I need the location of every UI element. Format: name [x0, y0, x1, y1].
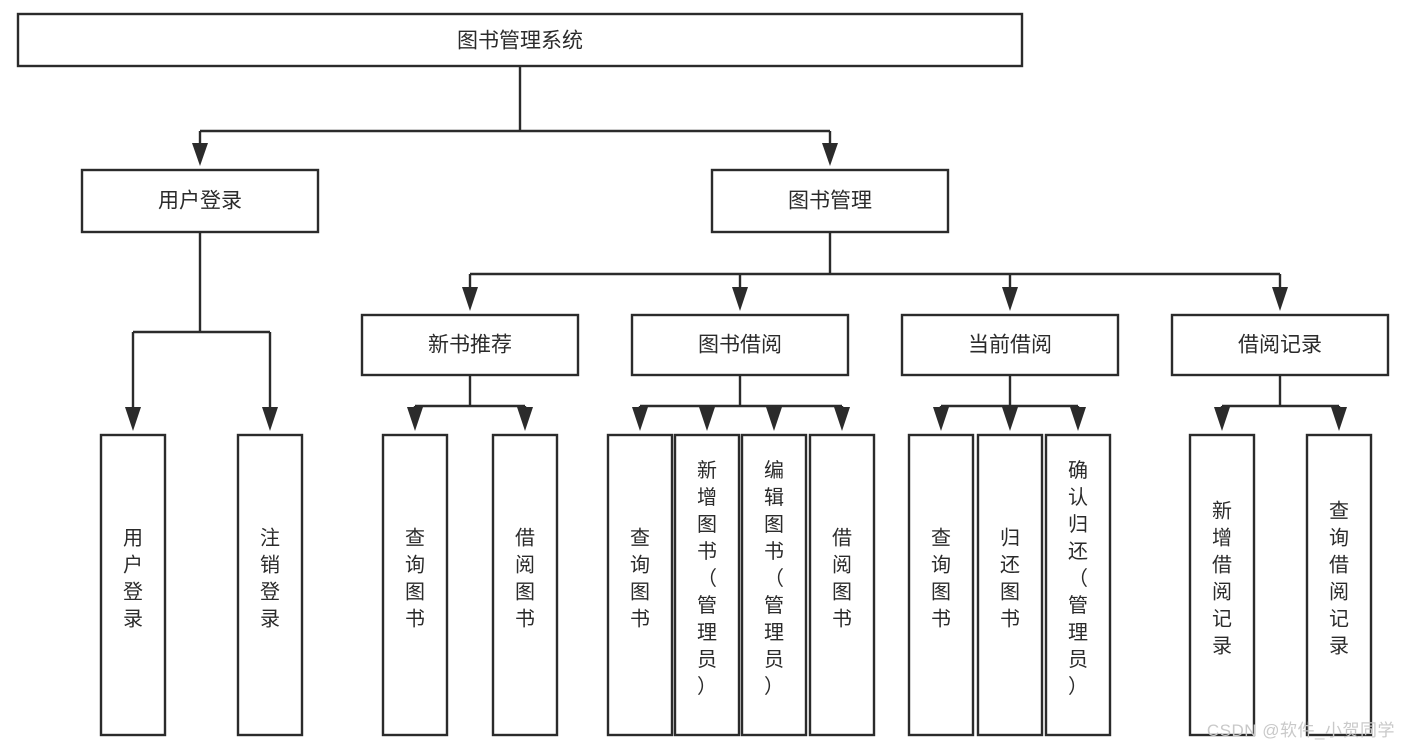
node-user-login-box[interactable]	[80, 168, 320, 234]
node-current-borrow-box[interactable]	[900, 313, 1120, 377]
arrow-head-l3-1	[462, 287, 478, 311]
leaf-current-3-box[interactable]	[1044, 433, 1112, 737]
node-new-book-recommend-label: 新书推荐	[428, 334, 512, 357]
leaf-current-1-box[interactable]	[907, 433, 975, 737]
leaf-record-2-label: 查询借阅记录	[1329, 500, 1349, 658]
leaf-current-2[interactable]: 归还图书	[976, 433, 1044, 737]
node-root[interactable]: 图书管理系统	[16, 12, 1024, 68]
arrow-head-current-leaf-3	[1070, 407, 1086, 431]
arrow-head-user-login	[192, 143, 208, 166]
leaf-current-2-label: 归还图书	[1000, 527, 1020, 631]
node-new-book-recommend-box[interactable]	[360, 313, 580, 377]
leaf-record-1-label: 新增借阅记录	[1212, 500, 1232, 658]
arrow-head-record-leaf-2	[1331, 407, 1347, 431]
leaf-recommend-1-box[interactable]	[381, 433, 449, 737]
node-user-login-label: 用户登录	[158, 190, 242, 213]
node-root-label: 图书管理系统	[457, 30, 583, 53]
leaf-current-3-label: 确认归还（管理员）	[1068, 459, 1088, 698]
arrow-head-current-leaf-2	[1002, 407, 1018, 431]
node-user-login[interactable]: 用户登录	[80, 168, 320, 234]
edge-layer	[125, 66, 1347, 431]
node-book-borrow-label: 图书借阅	[698, 334, 782, 357]
leaf-user-login-2[interactable]: 注销登录	[236, 433, 304, 737]
arrow-head-l3-4	[1272, 287, 1288, 311]
leaf-user-login-1-label: 用户登录	[123, 528, 143, 631]
leaf-record-2-box[interactable]	[1305, 433, 1373, 737]
arrow-head-borrow-leaf-4	[834, 407, 850, 431]
leaf-borrow-2-label: 新增图书（管理员）	[697, 459, 717, 698]
node-book-manage-box[interactable]	[710, 168, 950, 234]
arrow-head-record-leaf-1	[1214, 407, 1230, 431]
leaf-user-login-2-label: 注销登录	[260, 527, 280, 631]
leaf-recommend-2[interactable]: 借阅图书	[491, 433, 559, 737]
leaf-borrow-3[interactable]: 编辑图书（管理员）	[740, 433, 808, 737]
node-book-borrow-box[interactable]	[630, 313, 850, 377]
leaf-borrow-4-box[interactable]	[808, 433, 876, 737]
arrow-head-current-leaf-1	[933, 407, 949, 431]
node-new-book-recommend[interactable]: 新书推荐	[360, 313, 580, 377]
leaf-user-login-2-box[interactable]	[236, 433, 304, 737]
leaf-user-login-1[interactable]: 用户登录	[99, 433, 167, 737]
leaf-current-3[interactable]: 确认归还（管理员）	[1044, 433, 1112, 737]
leaf-recommend-1[interactable]: 查询图书	[381, 433, 449, 737]
arrow-head-user-leaf-1	[125, 407, 141, 431]
arrow-head-l3-3	[1002, 287, 1018, 311]
node-current-borrow[interactable]: 当前借阅	[900, 313, 1120, 377]
arrow-head-user-leaf-2	[262, 407, 278, 431]
leaf-record-1[interactable]: 新增借阅记录	[1188, 433, 1256, 737]
node-borrow-record-label: 借阅记录	[1238, 334, 1322, 357]
leaf-recommend-2-label: 借阅图书	[515, 527, 535, 631]
leaf-recommend-2-box[interactable]	[491, 433, 559, 737]
leaf-borrow-1-box[interactable]	[606, 433, 674, 737]
node-current-borrow-label: 当前借阅	[968, 334, 1052, 357]
arrow-head-recommend-leaf-2	[517, 407, 533, 431]
node-book-manage[interactable]: 图书管理	[710, 168, 950, 234]
arrow-head-borrow-leaf-3	[766, 407, 782, 431]
leaf-borrow-3-box[interactable]	[740, 433, 808, 737]
arrow-head-l3-2	[732, 287, 748, 311]
node-book-manage-label: 图书管理	[788, 190, 872, 213]
leaf-borrow-2-box[interactable]	[673, 433, 741, 737]
leaf-user-login-1-box[interactable]	[99, 433, 167, 737]
leaf-borrow-1[interactable]: 查询图书	[606, 433, 674, 737]
node-borrow-record-box[interactable]	[1170, 313, 1390, 377]
leaf-borrow-1-label: 查询图书	[630, 527, 650, 631]
leaf-current-1-label: 查询图书	[931, 527, 951, 631]
node-book-borrow[interactable]: 图书借阅	[630, 313, 850, 377]
leaf-borrow-4-label: 借阅图书	[832, 527, 852, 631]
leaf-record-2[interactable]: 查询借阅记录	[1305, 433, 1373, 737]
leaf-current-1[interactable]: 查询图书	[907, 433, 975, 737]
arrow-head-borrow-leaf-2	[699, 407, 715, 431]
leaf-record-1-box[interactable]	[1188, 433, 1256, 737]
node-root-box[interactable]	[16, 12, 1024, 68]
node-layer: 图书管理系统 用户登录 图书管理 新书推荐 图书借阅 当前	[16, 12, 1390, 737]
leaf-current-2-box[interactable]	[976, 433, 1044, 737]
leaf-recommend-1-label: 查询图书	[405, 527, 425, 631]
leaf-borrow-4[interactable]: 借阅图书	[808, 433, 876, 737]
arrow-head-recommend-leaf-1	[407, 407, 423, 431]
node-borrow-record[interactable]: 借阅记录	[1170, 313, 1390, 377]
leaf-borrow-2[interactable]: 新增图书（管理员）	[673, 433, 741, 737]
arrow-head-borrow-leaf-1	[632, 407, 648, 431]
leaf-borrow-3-label: 编辑图书（管理员）	[764, 459, 784, 698]
arrow-head-book-manage	[822, 143, 838, 166]
